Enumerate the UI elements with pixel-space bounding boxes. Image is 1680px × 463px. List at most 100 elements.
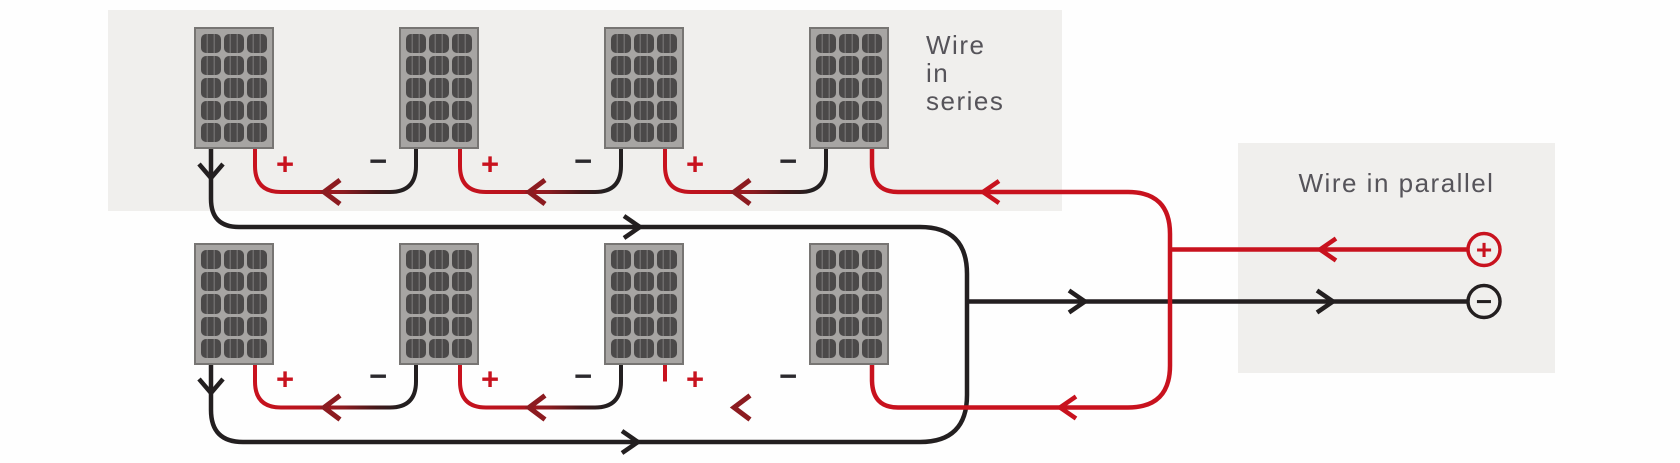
panel-cell <box>247 316 267 336</box>
panel-cell <box>634 78 654 98</box>
current-arrow-right-icon <box>622 214 644 240</box>
solar-panel <box>194 243 274 365</box>
series-link-top-3 <box>663 149 828 194</box>
solar-panel <box>399 243 479 365</box>
panel-cell <box>429 56 449 76</box>
panel-cell <box>406 294 426 314</box>
panel-cell <box>224 250 244 270</box>
panel-cell <box>839 316 859 336</box>
panel-cell <box>862 250 882 270</box>
panel-cell <box>657 78 677 98</box>
panel-cell <box>429 316 449 336</box>
panel-cell <box>862 272 882 292</box>
solar-panel <box>604 243 684 365</box>
panel-cell <box>611 100 631 120</box>
panel-cell <box>839 294 859 314</box>
panel-cell <box>201 122 221 142</box>
panel-cell <box>406 100 426 120</box>
panel-cell <box>224 338 244 358</box>
current-arrow-down-icon <box>197 162 225 182</box>
series-link-top-1 <box>253 149 418 194</box>
series-title-line: in <box>926 58 950 88</box>
panel-cell <box>816 338 836 358</box>
negative-terminal-symbol: − <box>1476 286 1492 317</box>
panel-cell <box>634 250 654 270</box>
panel-cell <box>429 34 449 54</box>
panel-cell <box>816 272 836 292</box>
panel-cell <box>816 56 836 76</box>
panel-cell <box>839 250 859 270</box>
panel-cell <box>816 122 836 142</box>
panel-cell <box>839 78 859 98</box>
panel-cell <box>862 34 882 54</box>
positive-bus-loop <box>869 149 1173 410</box>
panel-cell <box>634 316 654 336</box>
panel-cell <box>611 34 631 54</box>
minus-label: − <box>368 143 388 179</box>
parallel-title: Wire in parallel <box>1298 168 1495 198</box>
panel-cell <box>201 78 221 98</box>
panel-cell <box>429 338 449 358</box>
solar-panel <box>399 27 479 149</box>
panel-cell <box>224 272 244 292</box>
panel-cell <box>201 316 221 336</box>
panel-cell <box>611 272 631 292</box>
panel-cell <box>406 122 426 142</box>
panel-cell <box>429 100 449 120</box>
negative-bus-loop <box>208 149 970 445</box>
series-link-bottom-2 <box>458 365 623 410</box>
panel-cell <box>839 34 859 54</box>
panel-cell <box>224 316 244 336</box>
panel-cell <box>611 56 631 76</box>
panel-cell <box>452 56 472 76</box>
panel-cell <box>406 250 426 270</box>
panel-cell <box>634 122 654 142</box>
panel-cell <box>247 294 267 314</box>
panel-cell <box>247 338 267 358</box>
panel-cell <box>862 56 882 76</box>
current-arrow-left-icon <box>1316 236 1338 263</box>
panel-cell <box>201 250 221 270</box>
panel-cell <box>224 56 244 76</box>
current-arrow-left-icon <box>729 393 752 422</box>
panel-cell <box>406 338 426 358</box>
panel-cell <box>452 338 472 358</box>
panel-cell <box>611 294 631 314</box>
panel-cell <box>201 294 221 314</box>
solar-panel <box>809 27 889 149</box>
panel-cell <box>611 316 631 336</box>
positive-terminal: + <box>1466 231 1502 268</box>
panel-cell <box>201 34 221 54</box>
panel-cell <box>657 250 677 270</box>
current-arrow-left-icon <box>979 179 1001 205</box>
panel-cell <box>634 272 654 292</box>
panel-cell <box>839 56 859 76</box>
panel-cell <box>816 34 836 54</box>
plus-label: + <box>275 361 295 397</box>
panel-cell <box>657 100 677 120</box>
minus-label: − <box>778 358 798 394</box>
current-arrow-right-icon <box>1315 288 1337 315</box>
panel-cell <box>406 78 426 98</box>
plus-label: + <box>685 146 705 182</box>
panel-cell <box>862 78 882 98</box>
series-link-wires <box>253 149 828 410</box>
current-arrow-left-icon <box>729 178 752 206</box>
panel-cell <box>429 78 449 98</box>
panel-cell <box>452 250 472 270</box>
current-arrow-left-icon <box>524 178 547 206</box>
current-arrow-left-icon <box>1056 394 1078 421</box>
panel-cell <box>201 56 221 76</box>
panel-cell <box>224 100 244 120</box>
panel-cell <box>406 56 426 76</box>
parallel-band <box>1238 143 1555 373</box>
panel-cell <box>634 294 654 314</box>
panel-cell <box>201 100 221 120</box>
current-arrow-left-icon <box>319 393 342 422</box>
panel-cell <box>247 56 267 76</box>
panel-cell <box>452 100 472 120</box>
panel-cell <box>429 294 449 314</box>
panel-cell <box>657 294 677 314</box>
panel-cell <box>839 272 859 292</box>
